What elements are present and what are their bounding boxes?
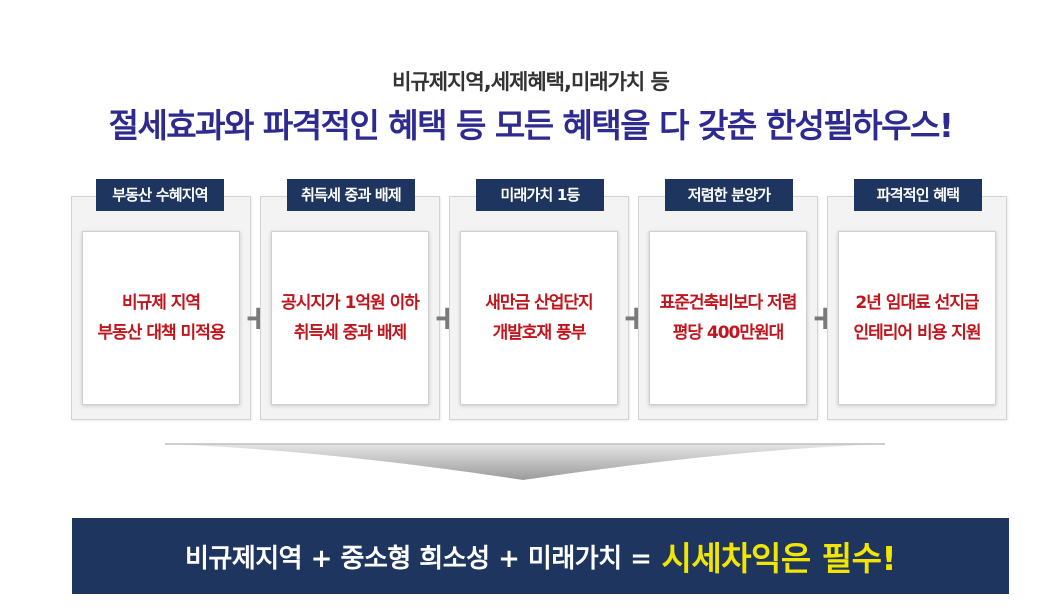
benefit-card: 비규제 지역 부동산 대책 미적용 [71, 196, 251, 420]
benefit-card-line: 표준건축비보다 저렴 [659, 293, 798, 313]
benefit-card-line: 취득세 중과 배제 [293, 323, 407, 343]
benefit-card-label: 취득세 중과 배제 [287, 179, 415, 211]
benefit-card-label: 파격적인 혜택 [854, 179, 982, 211]
benefit-card-line: 인테리어 비용 지원 [853, 323, 982, 343]
summary-banner: 비규제지역 + 중소형 희소성 + 미래가치 = 시세차익은 필수! [72, 518, 1009, 594]
benefit-card-body: 2년 임대료 선지급 인테리어 비용 지원 [838, 231, 996, 405]
benefit-card-label: 미래가치 1등 [476, 179, 604, 211]
benefit-card-line: 2년 임대료 선지급 [855, 293, 979, 313]
benefit-card-line: 평당 400만원대 [672, 323, 785, 343]
headline: 절세효과와 파격적인 혜택 등 모든 혜택을 다 갖춘 한성필하우스! [108, 106, 954, 145]
benefit-card-body: 새만금 산업단지 개발호재 풍부 [460, 231, 618, 405]
benefit-card: 2년 임대료 선지급 인테리어 비용 지원 [827, 196, 1007, 420]
benefit-card-label: 부동산 수혜지역 [96, 179, 224, 211]
banner-highlight: 시세차익은 필수! [661, 539, 897, 578]
benefit-card-line: 비규제 지역 [121, 293, 201, 313]
benefit-card-body: 비규제 지역 부동산 대책 미적용 [82, 231, 240, 405]
benefit-card-body: 공시지가 1억원 이하 취득세 중과 배제 [271, 231, 429, 405]
subtitle: 비규제지역,세제혜택,미래가치 등 [392, 70, 670, 94]
benefit-card-line: 새만금 산업단지 [485, 293, 593, 313]
benefit-card: 공시지가 1억원 이하 취득세 중과 배제 [260, 196, 440, 420]
benefit-card-line: 개발호재 풍부 [492, 323, 587, 343]
benefit-card-line: 부동산 대책 미적용 [97, 323, 226, 343]
benefit-cards: 비규제 지역 부동산 대책 미적용 부동산 수혜지역 + 공시지가 1억원 이하… [71, 179, 1007, 420]
down-arrow-icon [165, 443, 885, 480]
banner-text: 비규제지역 + 중소형 희소성 + 미래가치 = [184, 543, 652, 574]
benefit-card-line: 공시지가 1억원 이하 [281, 293, 420, 313]
benefit-card: 새만금 산업단지 개발호재 풍부 [449, 196, 629, 420]
benefit-card-body: 표준건축비보다 저렴 평당 400만원대 [649, 231, 807, 405]
benefit-card: 표준건축비보다 저렴 평당 400만원대 [638, 196, 818, 420]
benefit-card-label: 저렴한 분양가 [665, 179, 793, 211]
